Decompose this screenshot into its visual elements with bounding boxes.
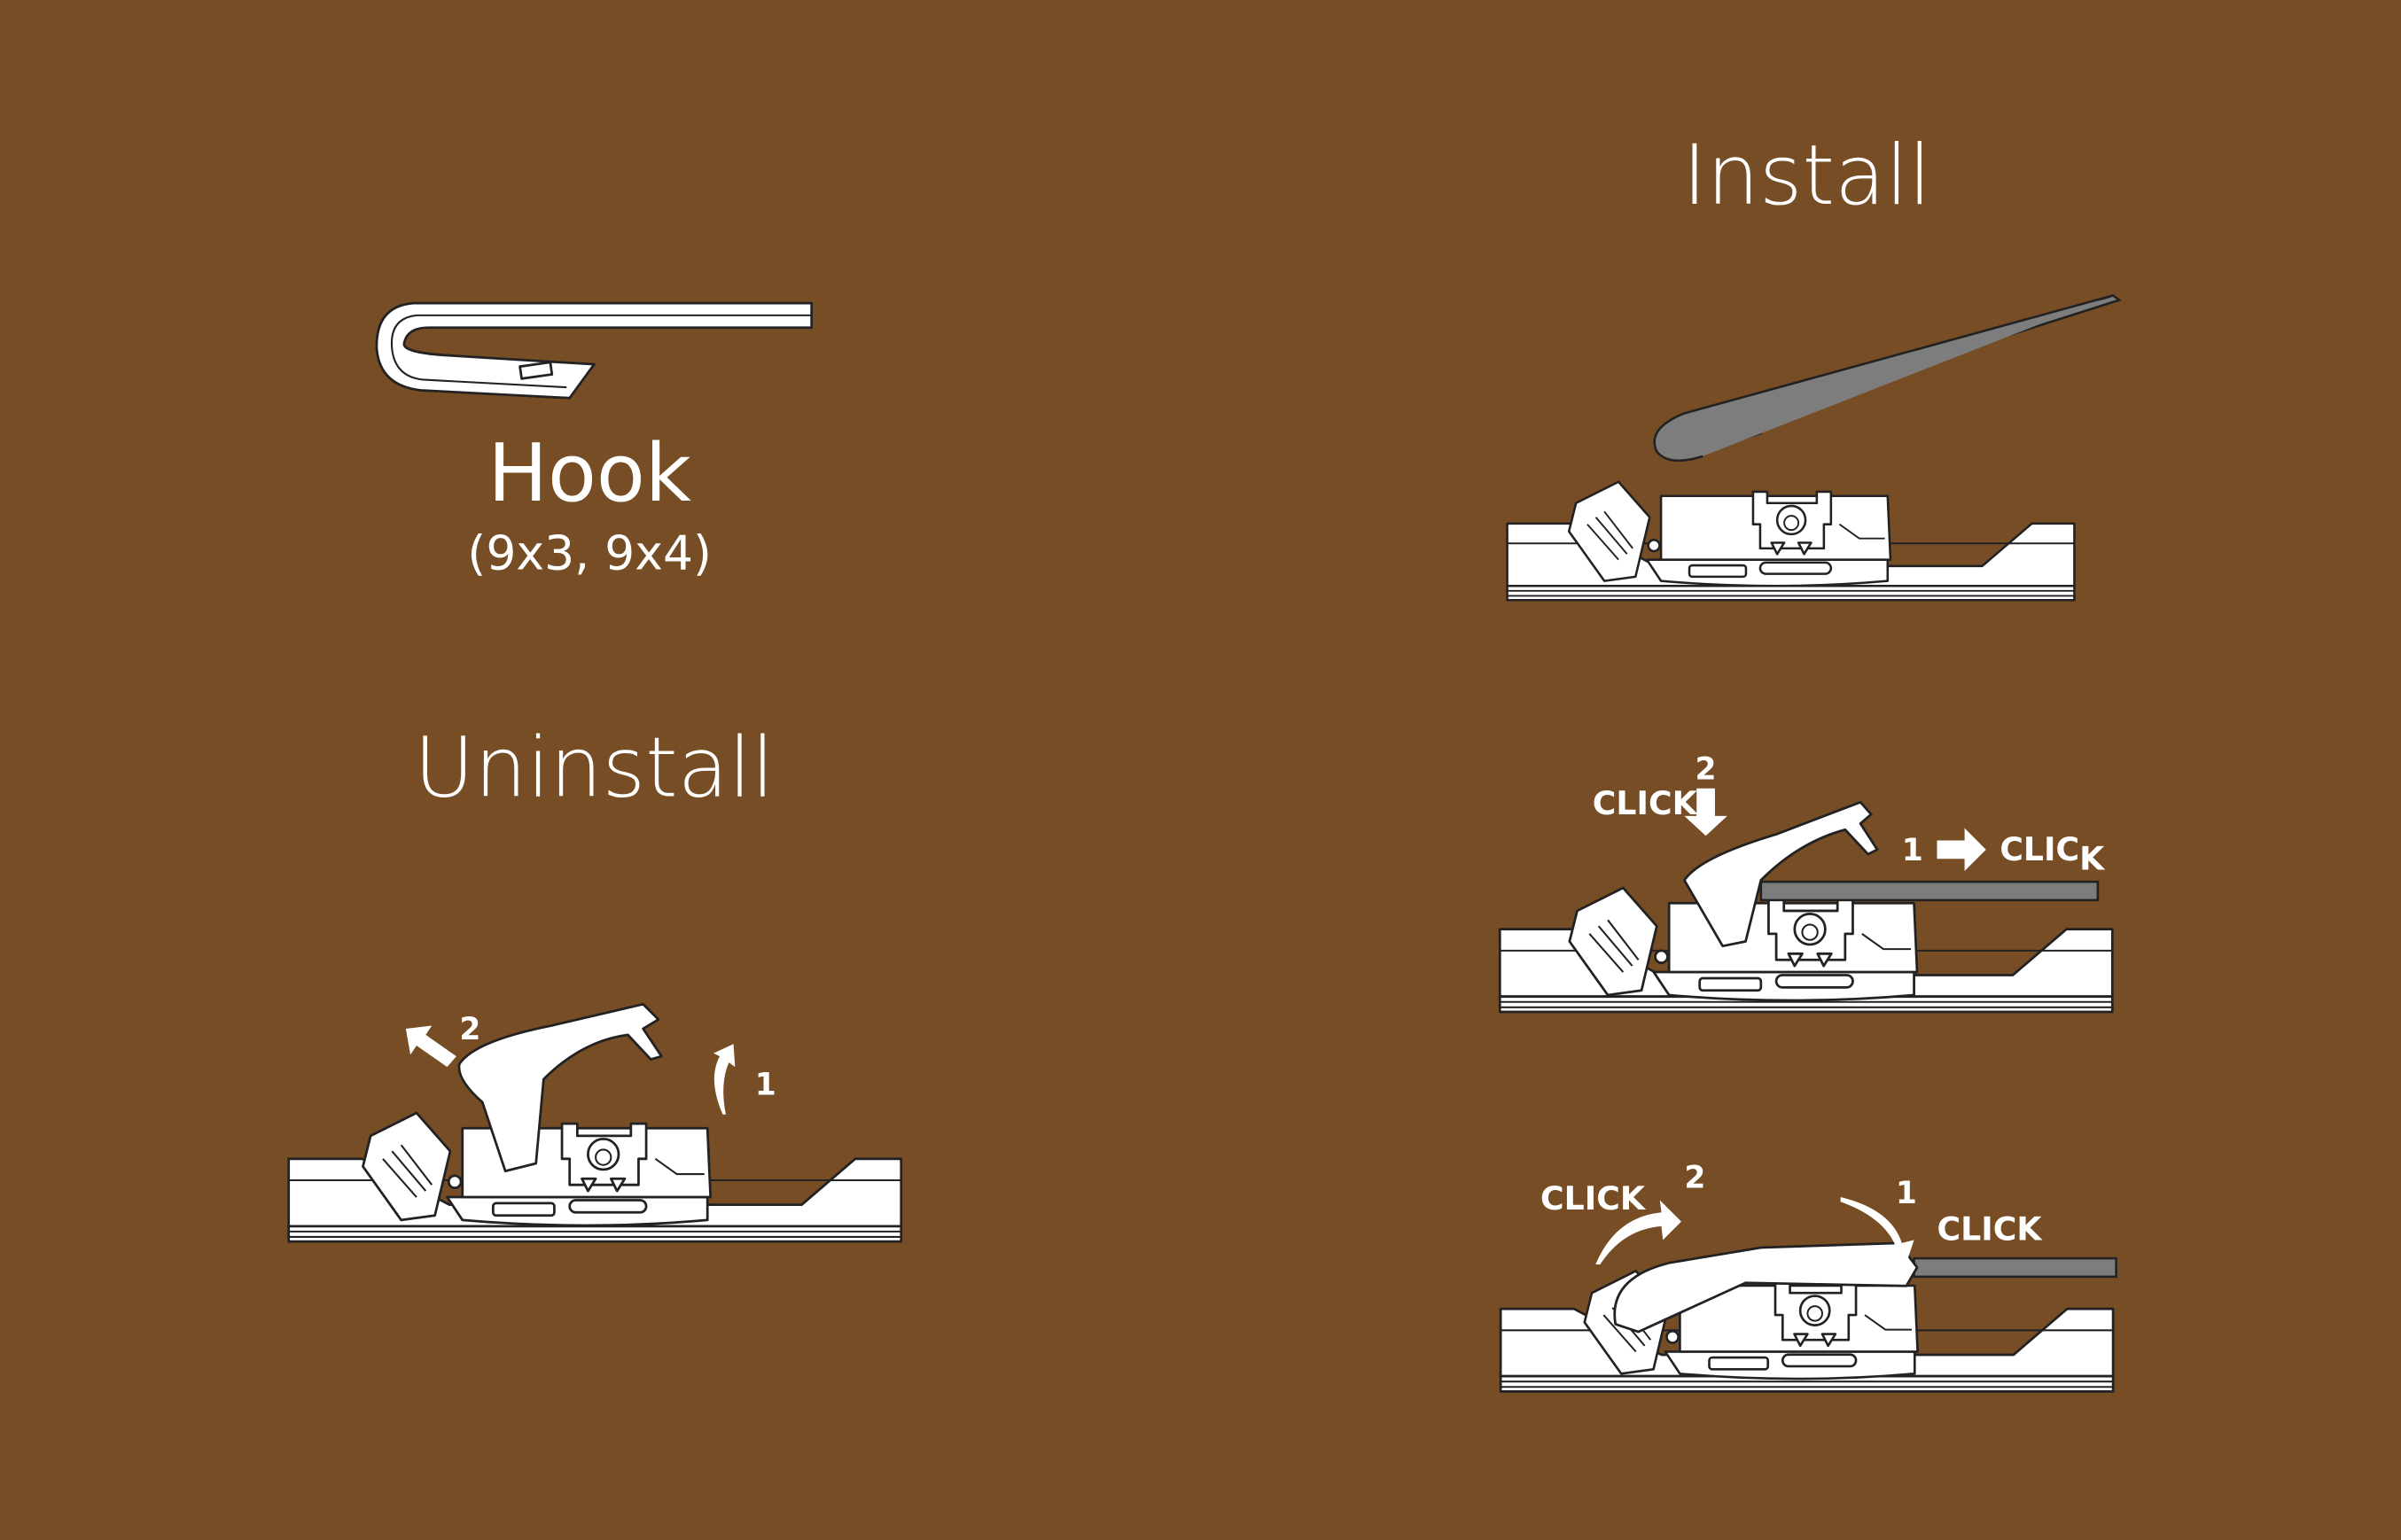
arrow-right-icon [1937,828,1986,872]
wiper-arm-lever-closed [1613,1241,1919,1334]
wiper-arm-lever [1683,800,1879,948]
uninstall-title: Uninstall [414,719,775,816]
step-1-number: 1 [1896,1176,1917,1211]
hook-title: Hook [487,428,690,520]
arrow-curved-down-icon [1840,1197,1914,1268]
install-step2-illustration: CLICK 2 1 CLICK [1498,751,2114,1014]
uninstall-step-2: 2 [459,1012,480,1047]
step-1-number: 1 [1902,833,1923,868]
arrow-up-left-icon [405,1025,456,1068]
click-label-right: CLICK [1937,1209,2043,1248]
click-label-left: CLICK [1593,784,1699,822]
step-2-number: 2 [1684,1161,1705,1196]
install-step1-illustration [1506,293,2122,602]
hook-icon [375,301,814,400]
uninstall-step-1: 1 [755,1067,776,1102]
arrow-curved-up-icon [713,1044,736,1115]
click-label-right: CLICK [2000,830,2106,877]
wiper-arm-lever [457,1002,663,1173]
wiper-adapter [1567,480,1892,587]
arrow-curved-right-icon [1595,1200,1681,1265]
wiper-arm [1913,1256,2117,1279]
install-title: Install [1682,128,1931,224]
wiper-arm [1759,880,2100,902]
step-2-number: 2 [1696,751,1717,787]
install-step3-illustration: CLICK 2 1 CLICK [1499,1161,2117,1393]
arrow-down-icon [1684,788,1727,836]
hook-sizes: (9x3, 9x4) [467,525,711,581]
click-label-left: CLICK [1540,1179,1647,1217]
uninstall-illustration: 2 1 [287,1002,903,1243]
